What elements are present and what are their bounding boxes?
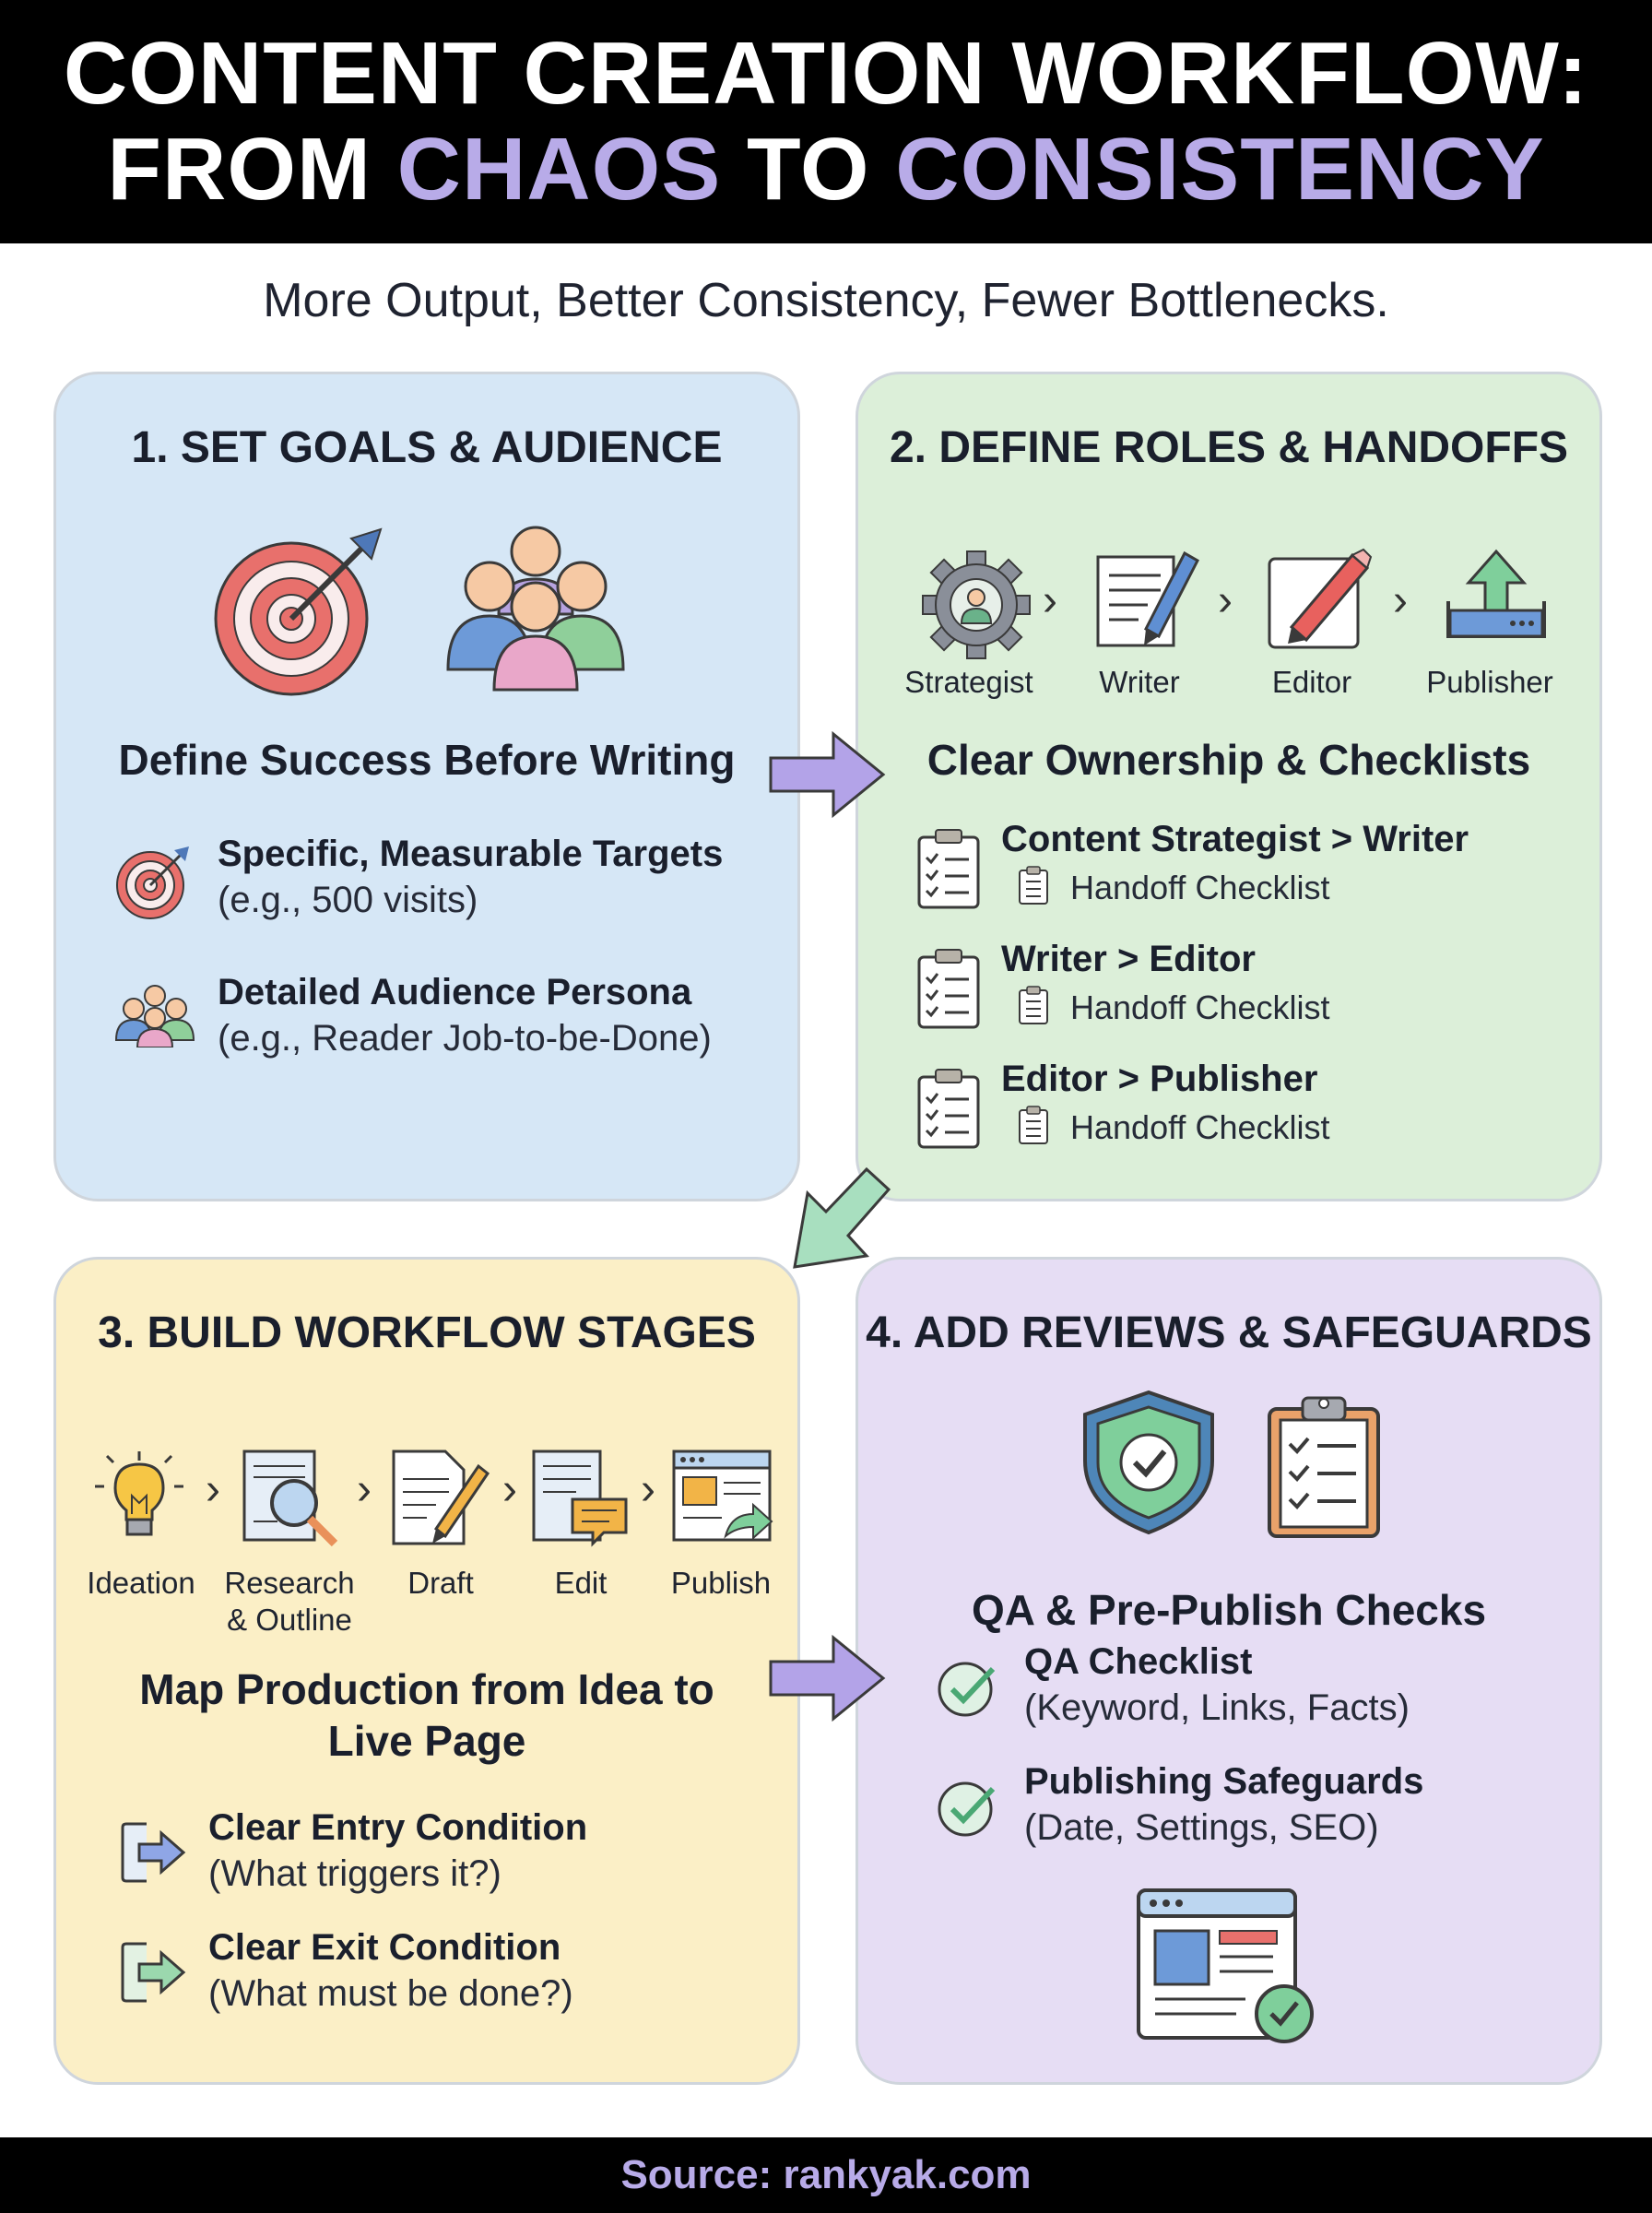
document-pen-icon [1096, 550, 1199, 647]
title-consistency: CONSISTENCY [895, 120, 1545, 219]
title-banner: CONTENT CREATION WORKFLOW: FROM CHAOS TO… [0, 0, 1652, 243]
stage-label: Draft [407, 1566, 474, 1600]
panel-workflow-stages: 3. BUILD WORKFLOW STAGES › › › [53, 1257, 800, 2085]
item-title: Clear Entry Condition [208, 1807, 588, 1848]
panel-title: 3. BUILD WORKFLOW STAGES [98, 1308, 756, 1357]
checklist-mini-icon [1019, 986, 1048, 1024]
edit-pencil-icon [1268, 548, 1373, 649]
people-icon [114, 985, 195, 1047]
arrow-right-icon [769, 1634, 886, 1722]
section-heading: Clear Ownership & Checklists [926, 736, 1531, 784]
role-label: Publisher [1426, 665, 1553, 699]
chevron-right-icon: › [206, 1465, 220, 1514]
entry-arrow-icon [121, 1822, 186, 1883]
section-heading-line-2: Live Page [327, 1717, 526, 1765]
title-chaos: CHAOS [396, 120, 722, 219]
clipboard-icon [917, 1069, 980, 1149]
item-subtitle: (Keyword, Links, Facts) [1024, 1687, 1410, 1728]
chevron-right-icon: › [502, 1465, 517, 1514]
stage-label: Ideation [87, 1566, 195, 1600]
clipboard-icon [917, 949, 980, 1029]
item-subtitle: (e.g., Reader Job-to-be-Done) [218, 1018, 712, 1059]
item-title: Detailed Audience Persona [218, 972, 692, 1012]
role-label: Writer [1099, 665, 1180, 699]
panel-goals-audience: 1. SET GOALS & AUDIENCE Define Success B… [53, 372, 800, 1201]
stage-label: Publish [670, 1566, 772, 1600]
panel-reviews-safeguards: 4. ADD REVIEWS & SAFEGUARDS QA & Pre-Pub… [856, 1257, 1602, 2085]
item-subtitle: (What must be done?) [208, 1973, 573, 2014]
item-subtitle: (What triggers it?) [208, 1853, 502, 1894]
panel-title: 4. ADD REVIEWS & SAFEGUARDS [866, 1308, 1592, 1357]
item-title: Clear Exit Condition [208, 1927, 561, 1968]
shield-check-icon [1083, 1390, 1214, 1535]
section-heading: Define Success Before Writing [118, 736, 736, 784]
role-label: Editor [1271, 665, 1352, 699]
arrow-down-left-icon [793, 1167, 891, 1269]
handoff-checklist-label: Handoff Checklist [1070, 869, 1330, 906]
people-icon [446, 526, 625, 692]
handoff-title: Editor > Publisher [1001, 1059, 1318, 1099]
stage-label: Edit [554, 1566, 608, 1600]
target-icon [116, 846, 189, 919]
item-subtitle: (e.g., 500 visits) [218, 880, 478, 920]
chevron-right-icon: › [357, 1465, 372, 1514]
check-circle-icon [938, 1662, 996, 1717]
handoff-title: Content Strategist > Writer [1001, 819, 1469, 859]
role-label: Strategist [904, 665, 1033, 699]
arrow-right-icon [769, 730, 886, 819]
stage-label: & Outline [227, 1603, 352, 1637]
clipboard-icon [917, 829, 980, 909]
upload-icon [1446, 549, 1546, 638]
title-line-1: CONTENT CREATION WORKFLOW: [63, 24, 1589, 123]
checklist-mini-icon [1019, 1106, 1048, 1144]
item-title: Publishing Safeguards [1024, 1761, 1424, 1802]
item-title: Specific, Measurable Targets [218, 834, 724, 874]
chevron-right-icon: › [641, 1465, 655, 1514]
target-icon [214, 527, 383, 696]
chevron-right-icon: › [1218, 576, 1233, 625]
checklist-mini-icon [1019, 866, 1048, 905]
stage-label: Research [224, 1566, 355, 1600]
section-heading-line-1: Map Production from Idea to [139, 1665, 714, 1713]
title-from: FROM [107, 120, 397, 219]
research-magnifier-icon [242, 1450, 338, 1547]
subtitle: More Output, Better Consistency, Fewer B… [263, 274, 1389, 327]
clipboard-checklist-icon [1268, 1396, 1380, 1538]
panel-title: 1. SET GOALS & AUDIENCE [131, 423, 723, 472]
chevron-right-icon: › [1043, 576, 1057, 625]
item-subtitle: (Date, Settings, SEO) [1024, 1807, 1379, 1848]
check-circle-icon [938, 1781, 996, 1837]
gear-person-icon [922, 550, 1031, 659]
panel-roles-handoffs: 2. DEFINE ROLES & HANDOFFS › › › [856, 372, 1602, 1201]
title-to: TO [721, 120, 896, 219]
title-line-2: FROM CHAOS TO CONSISTENCY [0, 125, 1652, 214]
publish-browser-icon [672, 1450, 773, 1542]
handoff-title: Writer > Editor [1001, 939, 1256, 979]
section-heading: QA & Pre-Publish Checks [971, 1586, 1487, 1634]
handoff-checklist-label: Handoff Checklist [1070, 988, 1330, 1026]
chevron-right-icon: › [1393, 576, 1408, 625]
lightbulb-icon [95, 1451, 183, 1536]
draft-document-icon [392, 1450, 490, 1545]
exit-arrow-icon [121, 1942, 186, 2003]
handoff-checklist-label: Handoff Checklist [1070, 1108, 1330, 1146]
panel-title: 2. DEFINE ROLES & HANDOFFS [889, 423, 1569, 472]
source-footer: Source: rankyak.com [0, 2137, 1652, 2213]
webpage-check-icon [1137, 1888, 1314, 2043]
edit-comment-icon [532, 1450, 628, 1547]
item-title: QA Checklist [1024, 1641, 1253, 1682]
